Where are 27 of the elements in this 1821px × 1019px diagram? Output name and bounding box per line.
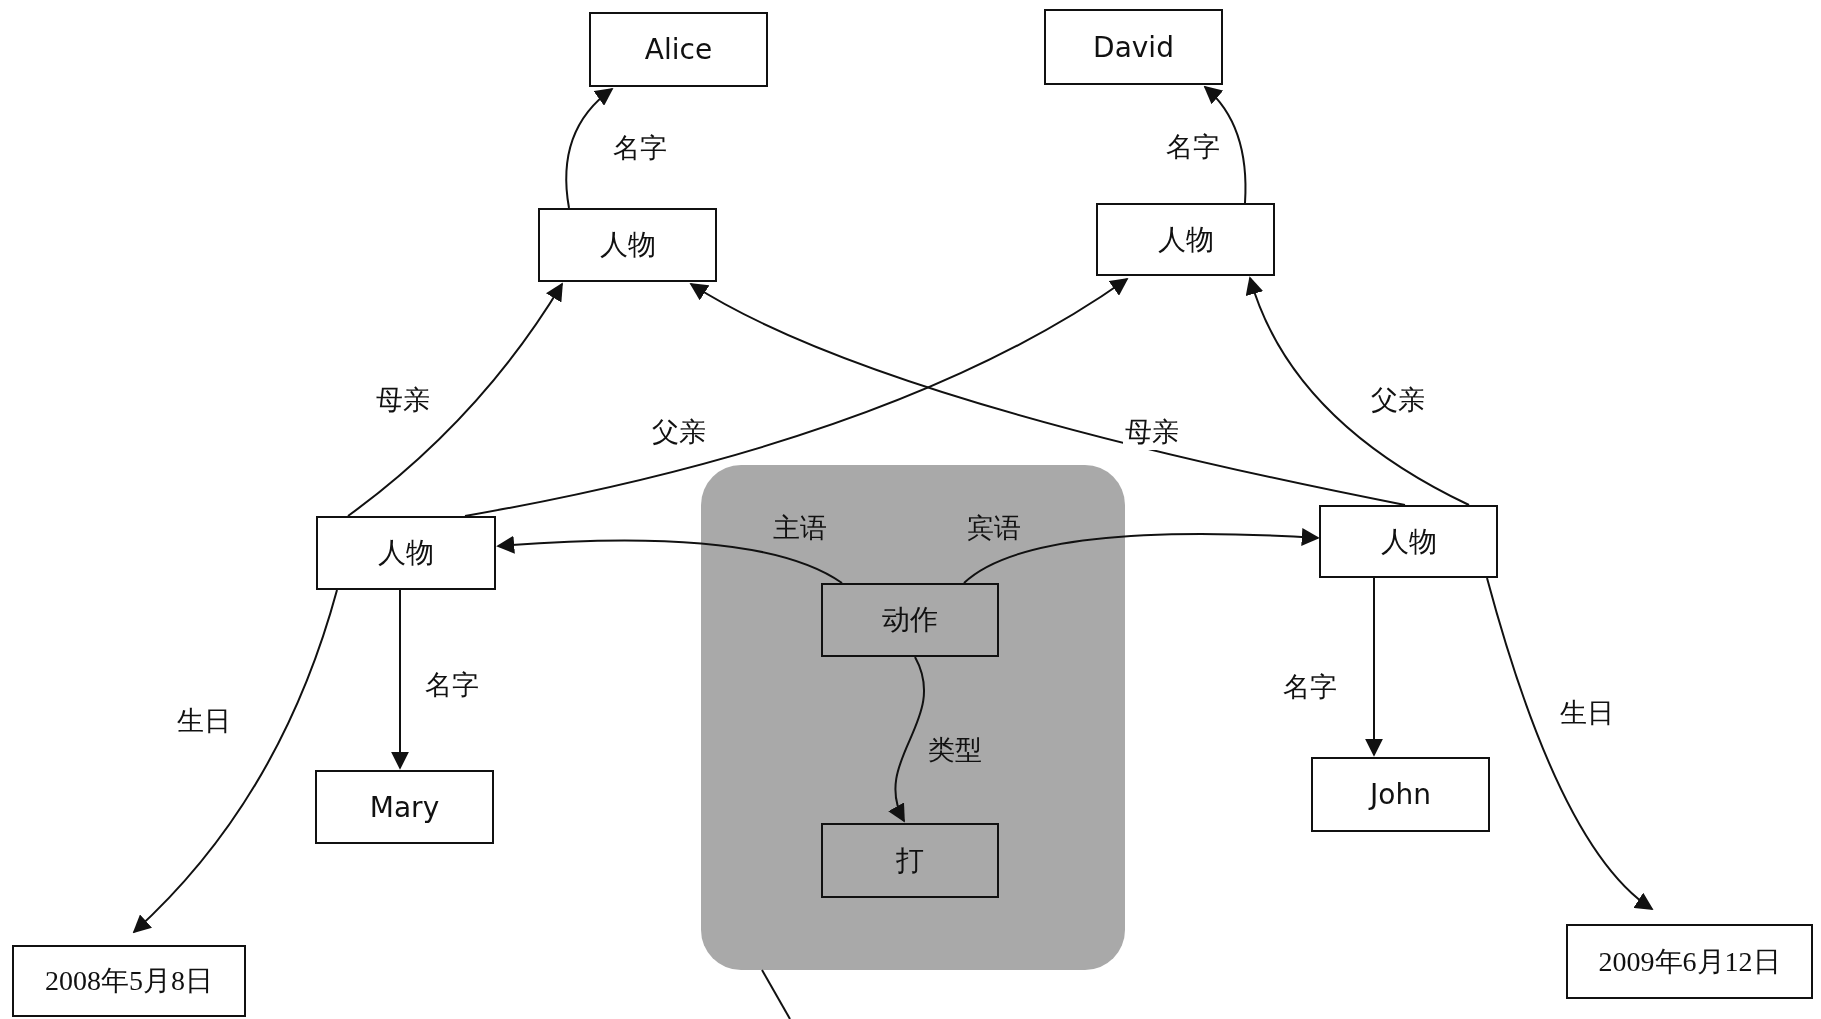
arrow [1486,577,1654,911]
arrow [1365,577,1383,757]
arrow [963,528,1320,584]
arrow [689,283,1406,506]
entity-box: 人物 [1096,203,1275,276]
entity-box: 人物 [1319,505,1498,578]
entity-box: 动作 [821,583,999,657]
entity-box: 打 [821,823,999,898]
entity-box: 2008年5月8日 [12,945,246,1017]
leader-line [761,969,791,1019]
entity-box: John [1311,757,1490,832]
arrow [1203,85,1247,204]
arrow [391,589,409,770]
entity-box: 人物 [538,208,717,282]
entity-box: Alice [589,12,768,87]
arrow [889,656,925,823]
arrow [1246,276,1470,506]
arrow [347,282,563,517]
entity-box: 人物 [316,516,496,590]
arrow [565,87,614,209]
arrow [464,278,1129,517]
entity-box: Mary [315,770,494,844]
arrow [496,535,843,584]
entity-box: David [1044,9,1223,85]
arrow [132,589,338,934]
entity-box: 2009年6月12日 [1566,924,1813,999]
group-panel [701,465,1125,970]
